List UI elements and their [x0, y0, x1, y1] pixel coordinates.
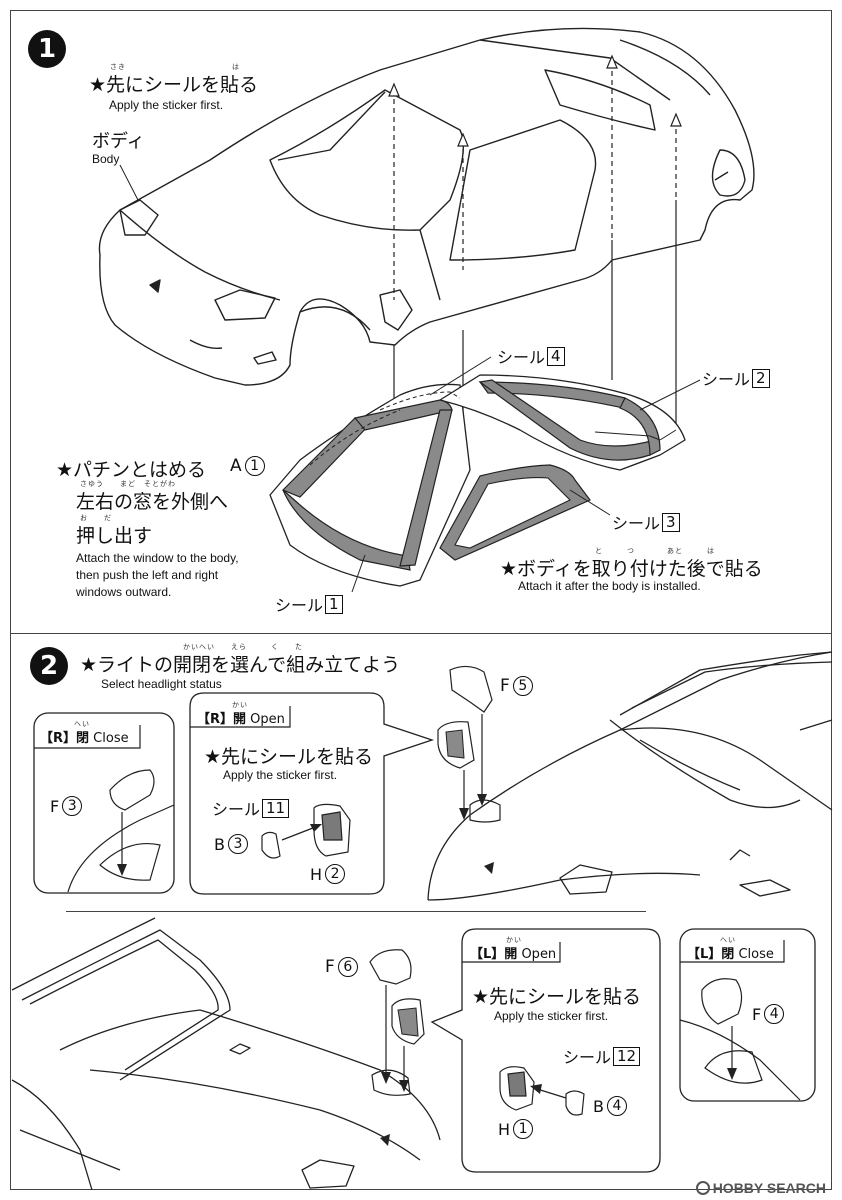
- l-close-ruby: へい: [720, 936, 736, 944]
- after-body-jp: ★ボディを取り付けた後で貼る: [500, 558, 763, 580]
- sub-divider: [66, 911, 646, 912]
- r-open-title: 【R】開 Open: [197, 712, 285, 727]
- snap-in-jp: ★パチンとはめる: [56, 459, 207, 481]
- l-open-ruby: かい: [506, 936, 522, 944]
- body-label-en: Body: [92, 152, 120, 166]
- watermark-logo-icon: [695, 1181, 710, 1195]
- l-close-title: 【L】閉 Close: [687, 947, 774, 962]
- car-body-illustration: [98, 27, 755, 460]
- step-1-badge: 1: [28, 30, 66, 68]
- headlight-ruby: かいへい えら く た: [183, 643, 303, 651]
- step1-sticker-first-jp: ★先にシールを貼る: [89, 74, 259, 96]
- l-open-sticker-en: Apply the sticker first.: [494, 1009, 609, 1023]
- headlight-select-jp: ★ライトの開閉を選んで組み立てよう: [80, 654, 401, 676]
- window-parts-illustration: [269, 356, 701, 593]
- push-line2-ruby: お だ: [80, 514, 112, 522]
- r-open-sticker-jp: ★先にシールを貼る: [204, 746, 374, 768]
- after-body-ruby: と つ あと は: [595, 547, 715, 555]
- body-label-jp: ボディ: [92, 131, 145, 152]
- r-open-sticker-en: Apply the sticker first.: [223, 768, 338, 782]
- ruby-ha: は: [232, 63, 240, 71]
- hobby-search-watermark: HOBBY SEARCH: [695, 1180, 826, 1196]
- headlight-select-en: Select headlight status: [101, 677, 222, 691]
- push-line1-jp: 左右の窓を外側へ: [76, 491, 229, 513]
- after-body-en: Attach it after the body is installed.: [518, 579, 701, 593]
- step-2-badge: 2: [30, 647, 68, 685]
- push-line2-jp: 押し出す: [76, 525, 153, 547]
- r-open-ruby: かい: [232, 701, 248, 709]
- r-close-ruby: へい: [74, 720, 90, 728]
- l-open-sticker-jp: ★先にシールを貼る: [472, 986, 642, 1008]
- step-divider: [10, 633, 832, 634]
- push-line1-ruby: さゆう まど そとがわ: [80, 480, 176, 488]
- r-close-title: 【R】閉 Close: [40, 731, 129, 746]
- page-frame: [10, 10, 832, 1190]
- l-open-title: 【L】開 Open: [470, 947, 557, 962]
- step1-sticker-first-en: Apply the sticker first.: [109, 98, 224, 112]
- attach-window-en: Attach the window to the body, then push…: [76, 551, 239, 599]
- ruby-saki: さき: [110, 63, 126, 71]
